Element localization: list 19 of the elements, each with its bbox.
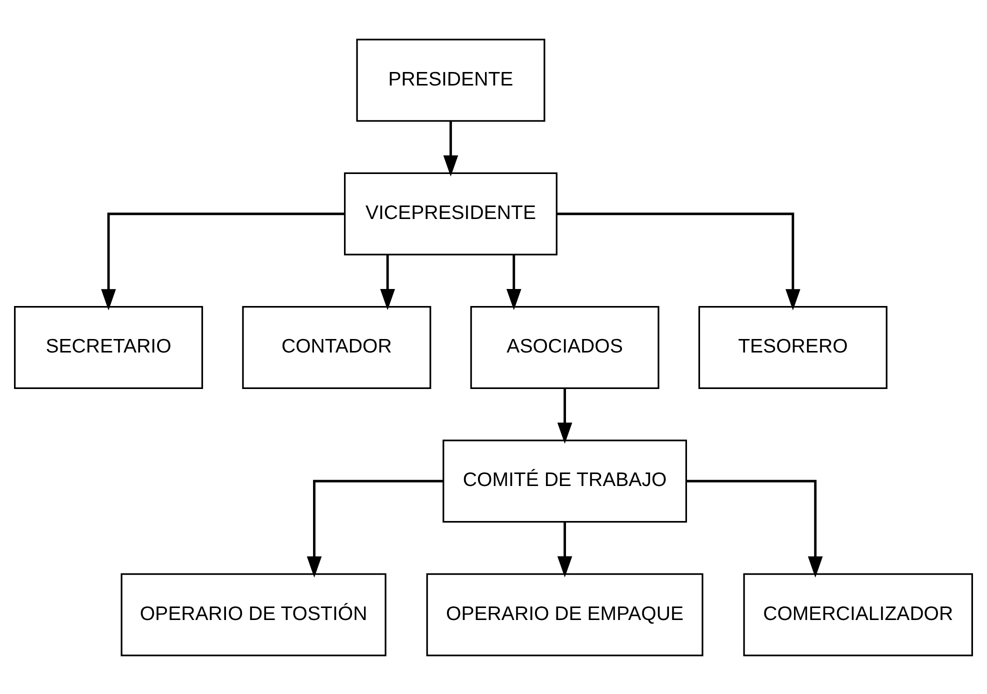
node-box: OPERARIO DE EMPAQUE [426,572,704,656]
node-box: SECRETARIO [14,305,204,389]
node-box: TESORERO [698,305,888,389]
node-box: CONTADOR [242,305,432,389]
arrow [443,120,458,176]
node-box: VICEPRESIDENTE [344,172,558,255]
arrow [557,388,572,444]
arrow [556,212,800,310]
arrow [686,479,823,578]
arrow [557,521,572,577]
arrow [380,254,395,310]
arrow [506,254,522,310]
node-box: OPERARIO DE TOSTIÓN [120,572,386,656]
node-box: COMERCIALIZADOR [743,572,973,656]
arrow [101,212,345,310]
node-box: PRESIDENTE [356,38,546,122]
node-box: COMITÉ DE TRABAJO [442,439,687,522]
node-box: ASOCIADOS [470,305,660,389]
arrow [306,479,444,578]
